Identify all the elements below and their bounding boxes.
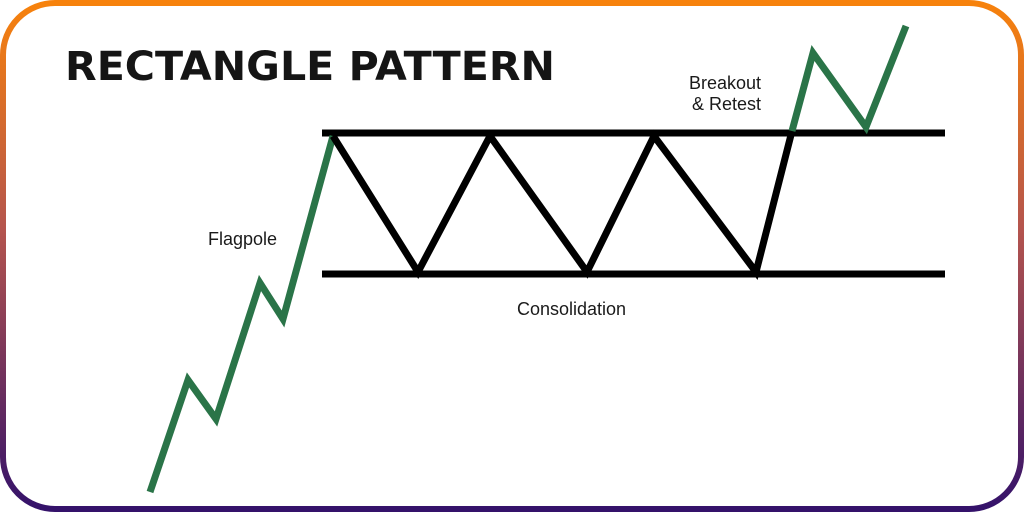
flagpole-label: Flagpole xyxy=(208,229,277,249)
breakout-retest-line xyxy=(788,24,910,135)
breakout-label-line2: & Retest xyxy=(692,94,761,114)
breakout-label-line1: Breakout xyxy=(689,73,761,93)
consolidation-label: Consolidation xyxy=(517,299,626,319)
consolidation-zigzag xyxy=(330,129,796,280)
flagpole-line xyxy=(146,135,337,494)
diagram-title: RECTANGLE PATTERN xyxy=(65,44,555,90)
